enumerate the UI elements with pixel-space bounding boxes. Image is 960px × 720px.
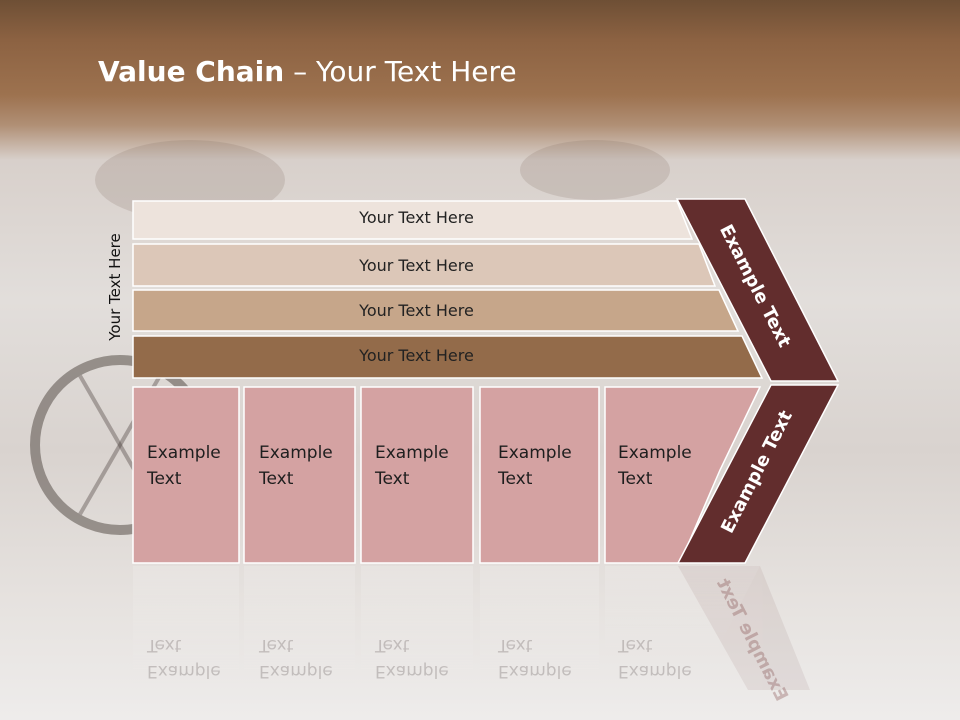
column-3-reflection: Example Text (375, 635, 449, 681)
slide-title[interactable]: Value Chain – Your Text Here (98, 55, 517, 88)
column-1-label[interactable]: Example Text (147, 443, 221, 489)
lower-chevron-arrow (676, 384, 840, 564)
title-rest: – Your Text Here (284, 55, 517, 88)
column-3-label[interactable]: Example Text (375, 443, 449, 489)
column-4-reflection: Example Text (498, 635, 572, 681)
column-5-reflection: Example Text (618, 635, 692, 681)
column-2-label[interactable]: Example Text (259, 443, 333, 489)
column-1-reflection: Example Text (147, 635, 221, 681)
bar-2-shape (132, 243, 717, 287)
column-4-shape (479, 386, 600, 564)
bar-4-label[interactable]: Your Text Here (359, 346, 474, 365)
bar-1-label[interactable]: Your Text Here (359, 208, 474, 227)
upper-chevron-arrow (675, 198, 840, 382)
bar-4-shape (132, 335, 764, 379)
bar-1-shape (132, 200, 694, 240)
title-bold: Value Chain (98, 55, 285, 88)
column-3-shape (360, 386, 474, 564)
bar-3-label[interactable]: Your Text Here (359, 301, 474, 320)
reflection (133, 566, 810, 690)
column-2-shape (243, 386, 356, 564)
background-photo-shape (520, 140, 670, 200)
bar-3-shape (132, 289, 740, 332)
bar-2-label[interactable]: Your Text Here (359, 256, 474, 275)
column-4-label[interactable]: Example Text (498, 443, 572, 489)
column-2-reflection: Example Text (259, 635, 333, 681)
column-5-label[interactable]: Example Text (618, 443, 692, 489)
column-1-shape (132, 386, 240, 564)
column-5-shape (604, 386, 762, 564)
